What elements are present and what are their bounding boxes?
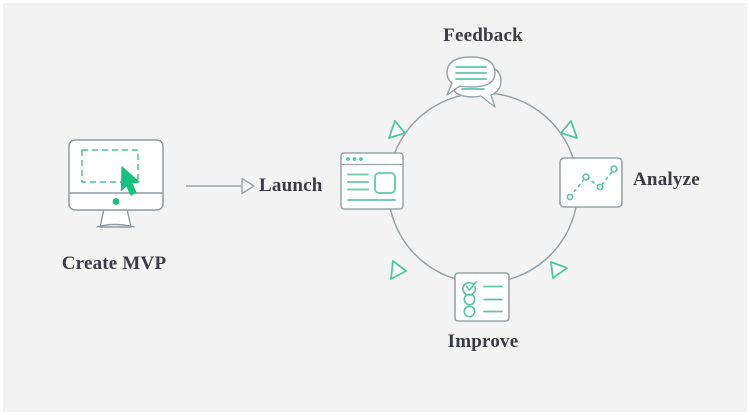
checklist-icon [454,272,510,322]
connector-arrow-create-to-launch [186,177,255,195]
node-label-launch: Launch [259,175,323,196]
cycle-circle [387,92,579,284]
desktop-monitor-icon [68,139,164,228]
cycle-arrowhead-bottom-left [390,260,407,280]
speech-bubbles-icon [446,56,502,108]
cycle-arrowhead-bottom-right [550,261,568,279]
browser-window-icon [340,152,404,210]
line-chart-icon [559,157,623,208]
node-label-create-mvp: Create MVP [61,253,167,274]
node-label-improve: Improve [447,331,519,352]
diagram-graphics [68,56,623,322]
node-label-feedback: Feedback [443,25,523,46]
cycle-arrowhead-top-right [560,120,578,139]
cycle-arrowhead-top-left [388,120,406,139]
node-label-analyze: Analyze [633,169,700,190]
